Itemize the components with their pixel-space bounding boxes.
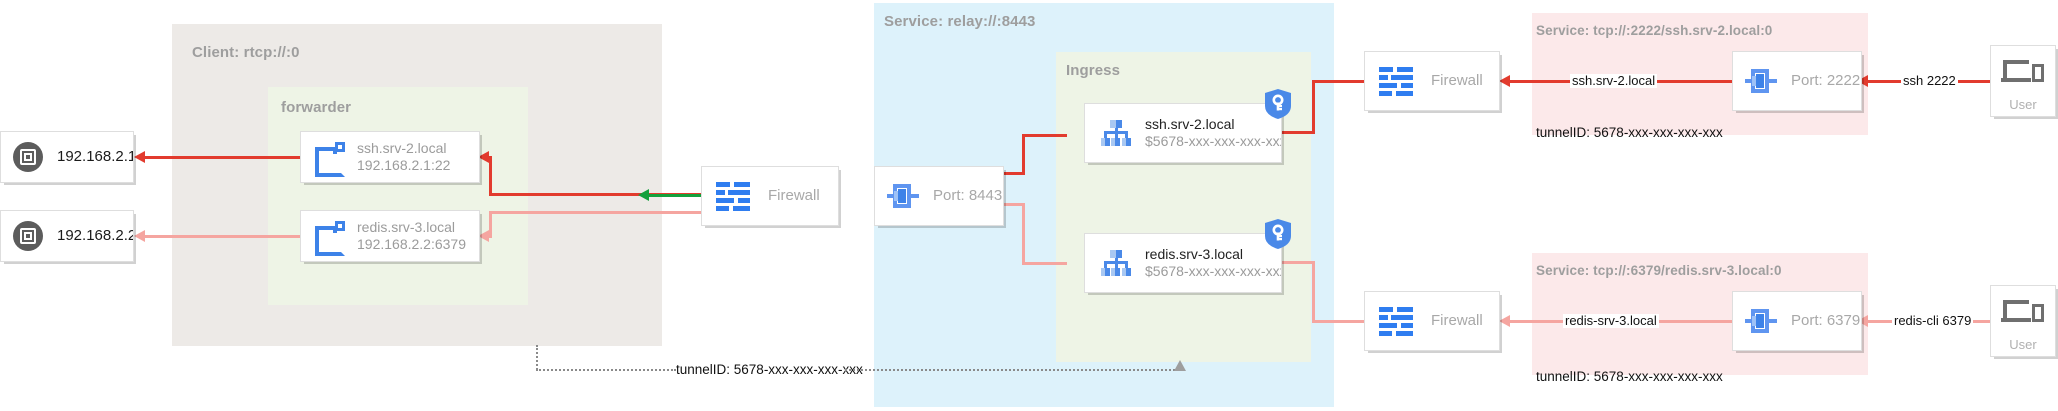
group-forwarder-title: forwarder — [281, 99, 352, 116]
host-node-2-label: 192.168.2.2 — [57, 226, 133, 244]
user-node-1[interactable]: User — [1990, 45, 2056, 117]
edge-fw3-ingress-v — [1312, 261, 1315, 323]
key-shield-icon — [1265, 89, 1291, 119]
firewall-node-3[interactable]: Firewall — [1364, 291, 1500, 351]
edge-label-ssh-host: ssh.srv-2.local — [1570, 73, 1658, 88]
client-tunnel-id: tunnelID: 5678-xxx-xxx-xxx-xxx — [676, 362, 863, 377]
user-node-1-label: User — [2009, 97, 2037, 112]
edge-host2-forwarder — [145, 235, 300, 238]
host-node-1[interactable]: 192.168.2.1 — [0, 131, 134, 183]
forwarder-node-ssh[interactable]: ssh.srv-2.local 192.168.2.1:22 — [300, 131, 480, 183]
firewall-icon — [1379, 307, 1413, 336]
edge-ingress-ssh-h2 — [1003, 172, 1025, 175]
user-node-2[interactable]: User — [1990, 285, 2056, 357]
edge-fw1-ssh-h1 — [489, 193, 701, 196]
port-icon — [1745, 67, 1777, 95]
edge-fw2-ingress-h — [1312, 80, 1364, 83]
port-node-2222[interactable]: Port: 2222 — [1732, 51, 1862, 111]
firewall-node-3-label: Firewall — [1431, 311, 1483, 329]
client-tunnel-dotted-left — [536, 369, 676, 371]
client-tunnel-arrow — [1174, 360, 1186, 371]
edge-host1-arrow — [134, 151, 145, 163]
edge-user2-arrow — [1857, 315, 1868, 327]
forwarder-node-redis[interactable]: redis.srv-3.local 192.168.2.2:6379 — [300, 210, 480, 262]
port-node-6379-label: Port: 6379 — [1791, 311, 1861, 329]
client-tunnel-dotted-right — [845, 369, 1179, 371]
edge-ingress-ssh-v — [1022, 134, 1025, 174]
edge-user1-arrow — [1857, 75, 1868, 87]
container-icon — [315, 142, 345, 177]
service-tree-icon — [1101, 120, 1131, 146]
port-node-8443[interactable]: Port: 8443 — [874, 166, 1004, 226]
edge-fw1-ssh-v — [489, 156, 492, 196]
edge-port2222-fw2-arrow — [1499, 75, 1510, 87]
group-relay-title: Service: relay://:8443 — [884, 13, 1036, 30]
ingress-node-ssh[interactable]: ssh.srv-2.local $5678-xxx-xxx-xxx-xxx — [1084, 103, 1282, 163]
edge-port6379-fw3-arrow — [1499, 315, 1510, 327]
edge-port8443-fw1-arrow — [638, 189, 649, 201]
edge-label-redis-host: redis-srv-3.local — [1563, 313, 1659, 328]
edge-port8443-fw1 — [649, 194, 723, 197]
edge-fw1-redis-v — [489, 211, 492, 238]
forwarder-node-redis-title: redis.srv-3.local — [357, 218, 456, 235]
group-ssh-service-title: Service: tcp://:2222/ssh.srv-2.local:0 — [1536, 23, 1773, 38]
group-client-title: Client: rtcp://:0 — [192, 44, 300, 61]
port-icon — [887, 182, 919, 210]
edge-ingress-redis-h2 — [1003, 203, 1025, 206]
edge-fw1-ssh-arrow — [478, 151, 489, 163]
edge-fw2-ingress-h2 — [1282, 131, 1315, 134]
edge-fw1-redis-arrow — [478, 230, 489, 242]
forwarder-node-ssh-subtitle: 192.168.2.1:22 — [357, 157, 451, 173]
port-node-2222-label: Port: 2222 — [1791, 71, 1861, 89]
edge-host1-forwarder — [145, 156, 300, 159]
ingress-node-ssh-title: ssh.srv-2.local — [1145, 115, 1235, 132]
port-node-8443-label: Port: 8443 — [933, 186, 1003, 204]
firewall-node-1-label: Firewall — [768, 186, 820, 204]
container-icon — [315, 221, 345, 256]
forwarder-node-ssh-title: ssh.srv-2.local — [357, 139, 447, 156]
group-redis-service-title: Service: tcp://:6379/redis.srv-3.local:0 — [1536, 263, 1782, 278]
edge-ingress-ssh-h — [1022, 134, 1067, 137]
ingress-node-redis-subtitle: $5678-xxx-xxx-xxx-xxx — [1145, 263, 1281, 279]
edge-label-ssh-cmd: ssh 2222 — [1901, 73, 1958, 88]
forwarder-node-redis-subtitle: 192.168.2.2:6379 — [357, 236, 466, 252]
service-tree-icon — [1101, 250, 1131, 276]
edge-fw3-ingress-h — [1312, 320, 1364, 323]
firewall-node-1[interactable]: Firewall — [701, 166, 839, 226]
port-node-6379[interactable]: Port: 6379 — [1732, 291, 1862, 351]
firewall-icon — [716, 182, 750, 211]
client-tunnel-dotted-v — [536, 345, 538, 370]
edge-fw2-ingress-v — [1312, 80, 1315, 133]
edge-ingress-redis-h — [1022, 262, 1067, 265]
edge-fw1-redis-h1 — [489, 211, 701, 214]
cpu-icon — [13, 142, 43, 172]
ssh-tunnel-id: tunnelID: 5678-xxx-xxx-xxx-xxx — [1536, 125, 1723, 140]
group-ingress-title: Ingress — [1066, 62, 1121, 79]
edge-ingress-redis-v — [1022, 203, 1025, 265]
group-forwarder — [268, 87, 528, 305]
ingress-node-redis-title: redis.srv-3.local — [1145, 245, 1244, 262]
firewall-node-2[interactable]: Firewall — [1364, 51, 1500, 111]
firewall-icon — [1379, 67, 1413, 96]
redis-tunnel-id: tunnelID: 5678-xxx-xxx-xxx-xxx — [1536, 369, 1723, 384]
ingress-node-ssh-subtitle: $5678-xxx-xxx-xxx-xxx — [1145, 133, 1281, 149]
host-node-1-label: 192.168.2.1 — [57, 147, 133, 165]
firewall-node-2-label: Firewall — [1431, 71, 1483, 89]
port-icon — [1745, 307, 1777, 335]
user-node-2-label: User — [2009, 337, 2037, 352]
ingress-node-redis[interactable]: redis.srv-3.local $5678-xxx-xxx-xxx-xxx — [1084, 233, 1282, 293]
edge-host2-arrow — [134, 230, 145, 242]
key-shield-icon — [1265, 219, 1291, 249]
cpu-icon — [13, 221, 43, 251]
edge-label-redis-cmd: redis-cli 6379 — [1892, 313, 1974, 328]
host-node-2[interactable]: 192.168.2.2 — [0, 210, 134, 262]
edge-fw3-ingress-h2 — [1282, 261, 1315, 264]
